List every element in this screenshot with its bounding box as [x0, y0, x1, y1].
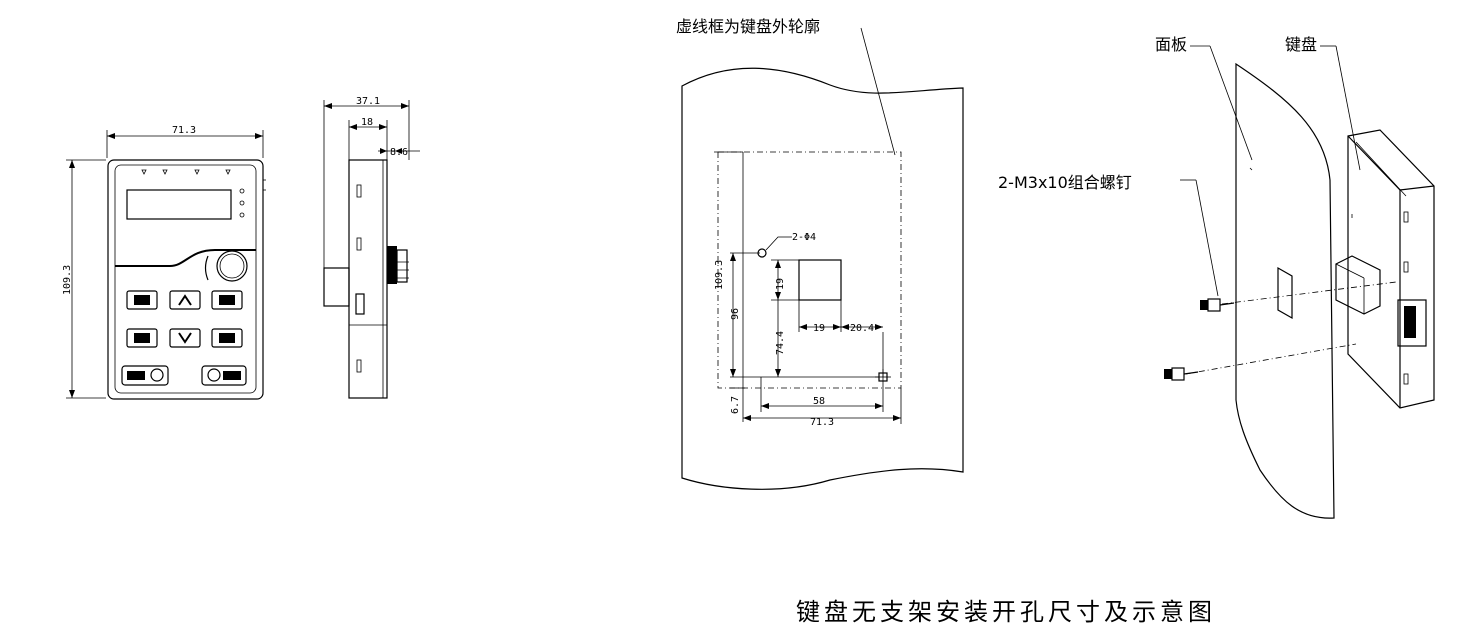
- cut-6-7-dim: 6.7: [730, 396, 741, 414]
- side-18-dim: 18: [361, 117, 373, 128]
- cut-71-3-dim: 71.3: [810, 417, 834, 428]
- cut-74-4-dim: 74.4: [775, 331, 786, 355]
- side-view: 37.1 18 8.6: [323, 96, 420, 399]
- assembly-view: 面板 键盘 2-M3x10组合螺钉: [998, 35, 1435, 519]
- figure-caption: 键盘无支架安装开孔尺寸及示意图: [796, 598, 1216, 626]
- cut-96-dim: 96: [730, 308, 741, 320]
- panel-label: 面板: [1155, 35, 1187, 54]
- cut-20-4-dim: 20.4: [850, 323, 874, 334]
- front-width-dim: 71.3: [172, 125, 196, 136]
- hole-note: 2-Φ4: [792, 232, 816, 243]
- cutout-view: 虚线框为键盘外轮廓 2-Φ4 109.3 96 6.7 19: [676, 17, 964, 490]
- side-depth-dim: 37.1: [356, 96, 380, 107]
- screw-label: 2-M3x10组合螺钉: [998, 173, 1132, 192]
- cut-109-3-dim: 109.3: [714, 260, 725, 290]
- cut-19-h-dim: 19: [813, 323, 825, 334]
- front-view: 71.3 109.3: [62, 125, 266, 400]
- cut-58-dim: 58: [813, 396, 825, 407]
- dashed-outline-note: 虚线框为键盘外轮廓: [676, 17, 820, 36]
- front-height-dim: 109.3: [62, 265, 73, 295]
- side-8-6-dim: 8.6: [390, 147, 408, 158]
- cut-19-v-dim: 19: [775, 278, 786, 290]
- keyboard-label: 键盘: [1285, 35, 1317, 54]
